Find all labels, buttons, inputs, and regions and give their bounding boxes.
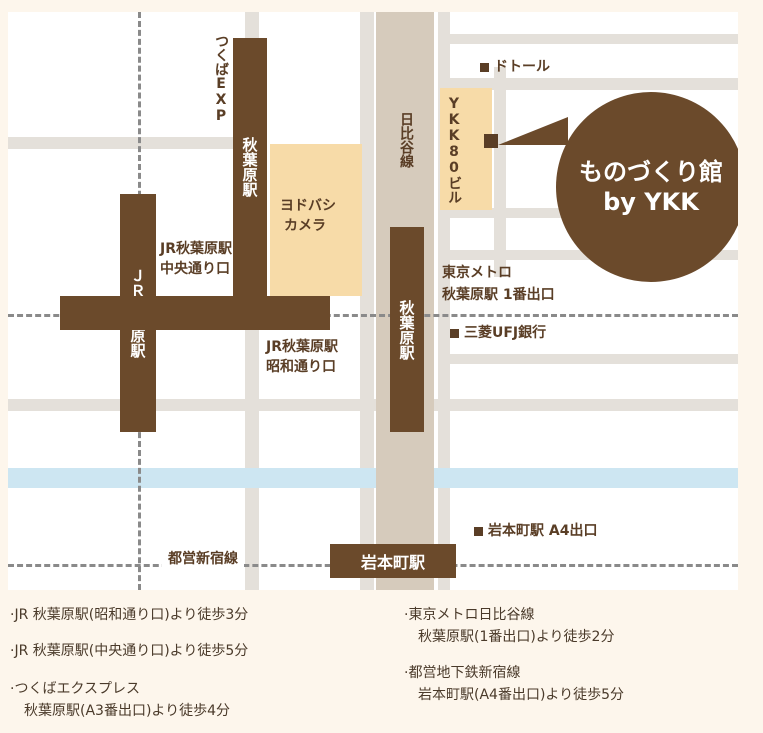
access-metro-1: ·東京メトロ日比谷線 (404, 607, 535, 623)
doutor-label: ドトール (480, 58, 550, 77)
jr-showa-exit-label-2: 昭和通り口 (266, 359, 336, 375)
jr-showa-exit-label-1: JR秋葉原駅 (266, 339, 338, 355)
jr-central-exit-label-1: JR秋葉原駅 (160, 241, 232, 257)
tsukuba-exp-label: つくばEXP (213, 34, 229, 124)
area-map: 秋葉原駅 ＪＲ秋葉原駅 秋葉原駅 岩本町駅 つくばEXP 日比谷線 都営新宿線 … (8, 12, 738, 590)
yodobashi-label-2: カメラ (284, 218, 326, 234)
road (450, 354, 738, 364)
toei-shinjuku-label: 都営新宿線 (162, 550, 244, 569)
access-metro-2: 秋葉原駅(1番出口)より徒歩2分 (404, 629, 615, 645)
yodobashi-building (270, 144, 362, 296)
railway-dashed (8, 314, 738, 317)
road (438, 34, 738, 44)
callout-pointer (498, 117, 568, 145)
metro-exit-label-2: 秋葉原駅 1番出口 (442, 287, 555, 303)
jr-central-exit-label-2: 中央通り口 (160, 261, 230, 277)
destination-sub: by YKK (603, 188, 699, 216)
river (8, 468, 738, 488)
ykk80-label: YKK80ビル (446, 96, 462, 204)
hibiya-line-label: 日比谷線 (398, 112, 414, 168)
marker-icon (480, 62, 489, 72)
marker-icon (474, 526, 483, 536)
destination-marker-icon (484, 134, 498, 148)
access-tsukuba-1: ·つくばエクスプレス (10, 681, 141, 697)
iwamotocho-exit-label: 岩本町駅 A4出口 (474, 522, 597, 541)
road (8, 399, 738, 411)
hibiya-akihabara-station: 秋葉原駅 (390, 227, 424, 432)
road (438, 78, 738, 90)
marker-icon (450, 328, 459, 338)
road (360, 12, 374, 590)
destination-name: ものづくり館 (579, 158, 723, 186)
access-toei-2: 岩本町駅(A4番出口)より徒歩5分 (404, 687, 625, 703)
metro-exit-label-1: 東京メトロ (442, 265, 512, 281)
access-jr-showa: ·JR 秋葉原駅(昭和通り口)より徒歩3分 (10, 607, 249, 623)
ykk80-building (440, 88, 492, 210)
access-jr-central: ·JR 秋葉原駅(中央通り口)より徒歩5分 (10, 643, 249, 659)
destination-callout: ものづくり館 by YKK (556, 92, 738, 282)
mufg-label: 三菱UFJ銀行 (450, 324, 546, 343)
access-tsukuba-2: 秋葉原駅(A3番出口)より徒歩4分 (10, 703, 231, 719)
yodobashi-label-1: ヨドバシ (280, 198, 336, 214)
jr-akihabara-platform (60, 296, 330, 330)
iwamotocho-station: 岩本町駅 (330, 544, 456, 578)
road (8, 137, 245, 149)
road (494, 67, 506, 277)
access-toei-1: ·都営地下鉄新宿線 (404, 665, 521, 681)
akihabara-tx-station: 秋葉原駅 (233, 38, 267, 296)
